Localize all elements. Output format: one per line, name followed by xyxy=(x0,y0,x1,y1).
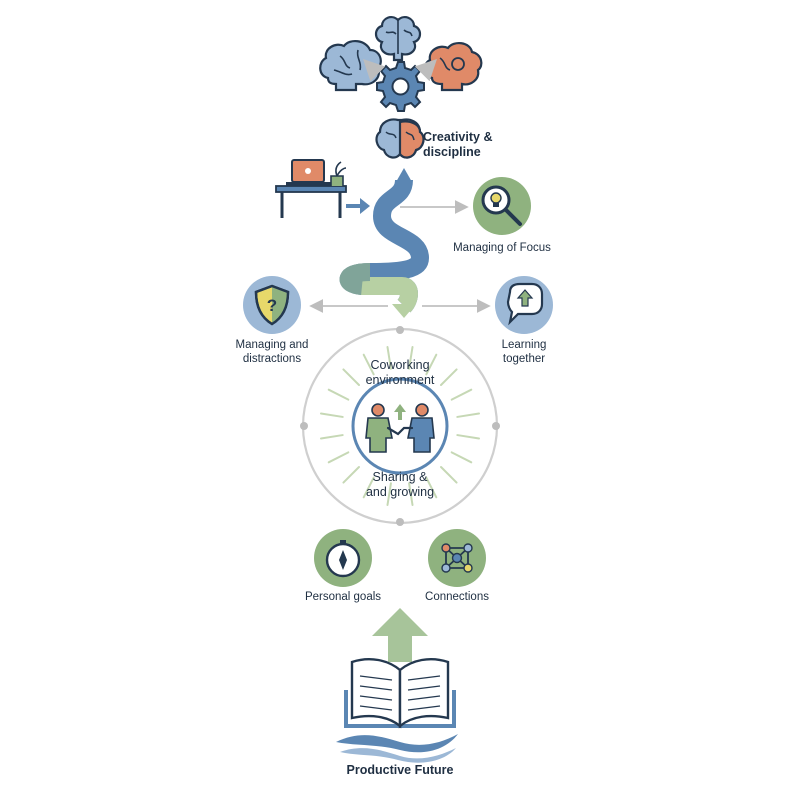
brain-right-icon xyxy=(423,42,483,92)
brain-left-icon xyxy=(319,40,382,92)
path-arrow-down-icon xyxy=(392,304,416,318)
desk-arrow-icon xyxy=(346,198,370,214)
coworking-circle xyxy=(300,326,500,526)
future-label: Productive Future xyxy=(346,763,454,777)
path-snake-green xyxy=(339,263,418,313)
shield-question-icon: ? xyxy=(243,276,301,334)
ray-line xyxy=(362,476,375,499)
ray-line xyxy=(408,482,414,507)
handshake-people-icon xyxy=(365,403,435,453)
ray-line xyxy=(327,451,350,464)
ray-line xyxy=(342,368,360,386)
ray-line xyxy=(456,412,481,418)
gear-icon xyxy=(376,61,425,112)
ray-line xyxy=(425,353,438,376)
ray-line xyxy=(440,466,458,484)
compass-icon xyxy=(314,529,372,587)
ray-line xyxy=(386,345,392,370)
ray-line xyxy=(342,466,360,484)
focus-magnifier-icon xyxy=(473,177,531,235)
path-arrow-up-icon xyxy=(396,168,412,182)
creativity-label: Creativity & discipline xyxy=(423,130,493,159)
coworking-label: Coworking environment xyxy=(365,358,435,387)
ray-line xyxy=(408,345,414,370)
ray-line xyxy=(456,434,481,440)
goals-label: Personal goals xyxy=(304,591,382,603)
learning-bubble-icon xyxy=(495,276,553,334)
ray-line xyxy=(386,482,392,507)
ray-line xyxy=(425,476,438,499)
distractions-label: Managing and distractions xyxy=(235,339,309,365)
brain-top-icon xyxy=(374,16,422,62)
sharing-label: Sharing & and growing xyxy=(365,470,435,499)
ray-line xyxy=(319,412,344,418)
ray-line xyxy=(327,388,350,401)
ray-line xyxy=(440,368,458,386)
open-book-icon xyxy=(344,658,456,729)
learning-label: Learning together xyxy=(501,339,547,365)
creativity-brain-icon xyxy=(375,118,425,159)
arrow-to-right-brain xyxy=(414,59,437,82)
big-up-arrow-icon xyxy=(372,608,428,662)
ray-line xyxy=(362,353,375,376)
waves-icon xyxy=(336,734,458,763)
connections-label: Connections xyxy=(425,591,489,603)
desk-laptop-icon xyxy=(275,159,347,218)
ray-line xyxy=(450,451,473,464)
ray-line xyxy=(319,434,344,440)
svg-text:?: ? xyxy=(267,296,277,315)
coworking-rays xyxy=(319,345,481,507)
arrow-to-left-brain xyxy=(363,59,386,82)
focus-label: Managing of Focus xyxy=(453,242,551,254)
network-icon xyxy=(428,529,486,587)
ray-line xyxy=(450,388,473,401)
